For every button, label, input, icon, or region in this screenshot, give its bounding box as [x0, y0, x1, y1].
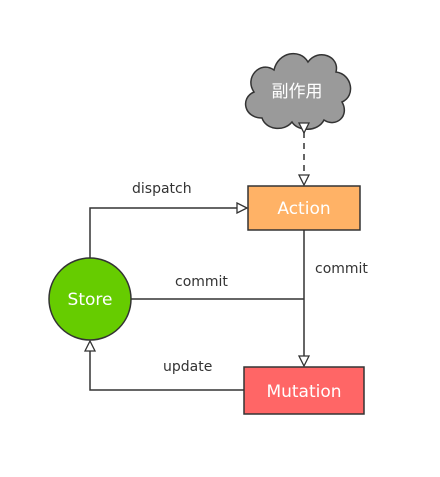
update-arrow: [90, 342, 244, 391]
dispatch-label: dispatch: [132, 181, 192, 197]
mutation-node: Mutation: [243, 366, 365, 415]
action-box: [247, 185, 361, 231]
store-label: Store: [68, 290, 113, 310]
action-node: Action: [247, 185, 361, 231]
action-commit-label: commit: [315, 261, 368, 277]
store-node: Store: [48, 257, 132, 341]
side-effect-label: 副作用: [272, 82, 323, 102]
side-effect-node: 副作用: [244, 52, 352, 130]
mutation-label: Mutation: [266, 382, 341, 402]
update-label: update: [163, 359, 212, 375]
store-commit-label: commit: [175, 274, 228, 290]
dispatch-arrow: [89, 208, 246, 258]
action-label: Action: [277, 199, 330, 219]
